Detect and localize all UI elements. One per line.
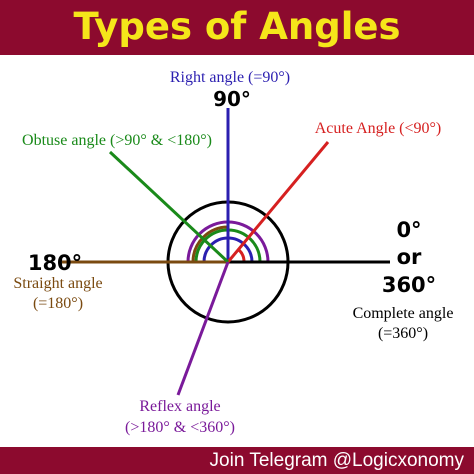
reflex-angle-label: Reflex angle	[139, 398, 220, 415]
straight-angle-value: (=180°)	[33, 295, 83, 312]
zero-degree-label: 0°	[396, 218, 421, 242]
ninety-degree-label: 90°	[213, 87, 251, 111]
obtuse-angle-label: Obtuse angle (>90° & <180°)	[22, 132, 212, 149]
acute-angle-ray	[226, 141, 330, 263]
one-eighty-degree-label: 180°	[28, 251, 82, 275]
page-title: Types of Angles	[73, 5, 401, 48]
acute-angle-label: Acute Angle (<90°)	[315, 120, 442, 137]
or-label: or	[397, 245, 422, 269]
acute-angle-arc	[237, 248, 246, 263]
title-banner: Types of Angles	[0, 0, 474, 55]
straight-angle-label: Straight angle	[13, 275, 102, 292]
three-sixty-degree-label: 360°	[382, 273, 436, 297]
obtuse-angle-ray	[108, 150, 230, 264]
footer-bar: Join Telegram @Logicxonomy	[0, 447, 474, 474]
reflex-angle-value: (>180° & <360°)	[125, 419, 235, 436]
reflex-angle-ray	[176, 261, 230, 396]
telegram-link[interactable]: Join Telegram @Logicxonomy	[209, 450, 464, 471]
complete-angle-value: (=360°)	[378, 325, 428, 342]
complete-angle-label: Complete angle	[353, 305, 454, 322]
right-angle-label: Right angle (=90°)	[170, 69, 290, 86]
